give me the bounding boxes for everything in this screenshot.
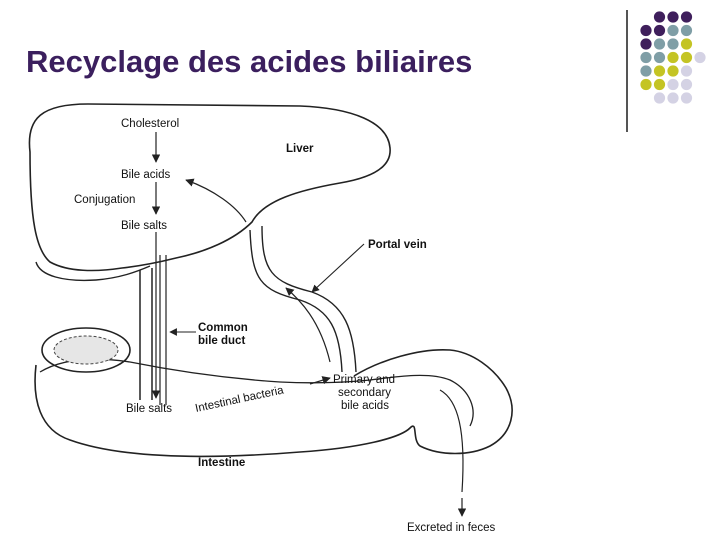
intestine-cross-section: [41, 327, 131, 373]
label-primary-and: Primary and: [333, 374, 395, 386]
decorative-dot: [640, 24, 652, 37]
decorative-dot: [667, 65, 679, 77]
hepatic-duct: [159, 255, 167, 405]
decorative-dot: [680, 65, 693, 77]
decorative-dot: [653, 38, 666, 50]
decorative-dot: [667, 11, 679, 23]
label-secondary: secondary: [338, 387, 391, 399]
decorative-dot: [667, 51, 679, 64]
label-common-bile-duct-2: bile duct: [198, 335, 245, 347]
intestine-villi: [53, 335, 119, 365]
decorative-dot: [653, 78, 666, 91]
liver-lower-lobe: [35, 261, 151, 282]
label-common-bile-duct-1: Common: [198, 322, 248, 334]
common-bile-duct: [139, 268, 153, 400]
decorative-dot: [680, 51, 693, 64]
arrow-portal-return: [285, 287, 331, 363]
decorative-dot: [640, 38, 652, 50]
liver-outline: [28, 103, 391, 272]
label-bile-acids: Bile acids: [121, 169, 170, 181]
decorative-dot: [667, 92, 679, 104]
portal-vein: [249, 225, 357, 373]
decorative-dot: [667, 24, 679, 37]
label-cholesterol: Cholesterol: [121, 118, 179, 130]
decorative-divider-line: [626, 10, 628, 132]
intestine-inner-wall: [39, 358, 474, 427]
arrow-portal-vein-label: [311, 243, 365, 293]
decorative-dot: [680, 11, 693, 23]
decorative-dot: [680, 92, 693, 104]
slide-title: Recyclage des acides biliaires: [26, 44, 473, 79]
label-bile-salts-intestine: Bile salts: [126, 403, 172, 415]
decorative-dot: [653, 51, 666, 64]
label-excreted-in-feces: Excreted in feces: [407, 522, 495, 534]
decorative-dot: [694, 51, 706, 64]
decorative-dot: [640, 51, 652, 64]
decorative-dot: [653, 92, 666, 104]
arrow-recycle-to-liver: [185, 178, 247, 223]
decorative-dot: [653, 24, 666, 37]
label-portal-vein: Portal vein: [368, 239, 427, 251]
label-intestinal-bacteria: Intestinal bacteria: [194, 384, 285, 415]
label-bile-acids-intestine: bile acids: [341, 400, 389, 412]
label-liver: Liver: [286, 143, 314, 155]
intestine-outline: [34, 348, 513, 458]
decorative-dot: [667, 38, 679, 50]
decorative-dot-grid: [640, 11, 706, 104]
label-bile-salts-liver: Bile salts: [121, 220, 167, 232]
label-conjugation: Conjugation: [74, 194, 135, 206]
decorative-dot: [680, 24, 693, 37]
excretion-path: [439, 389, 464, 493]
decorative-dot: [653, 65, 666, 77]
decorative-dot: [640, 78, 652, 91]
label-intestine: Intestine: [198, 457, 245, 469]
decorative-dot: [680, 38, 693, 50]
decorative-dot: [667, 78, 679, 91]
decorative-dot: [640, 65, 652, 77]
decorative-dot: [653, 11, 666, 23]
decorative-dot: [680, 78, 693, 91]
arrow-bacteria-to-acids: [309, 376, 331, 385]
